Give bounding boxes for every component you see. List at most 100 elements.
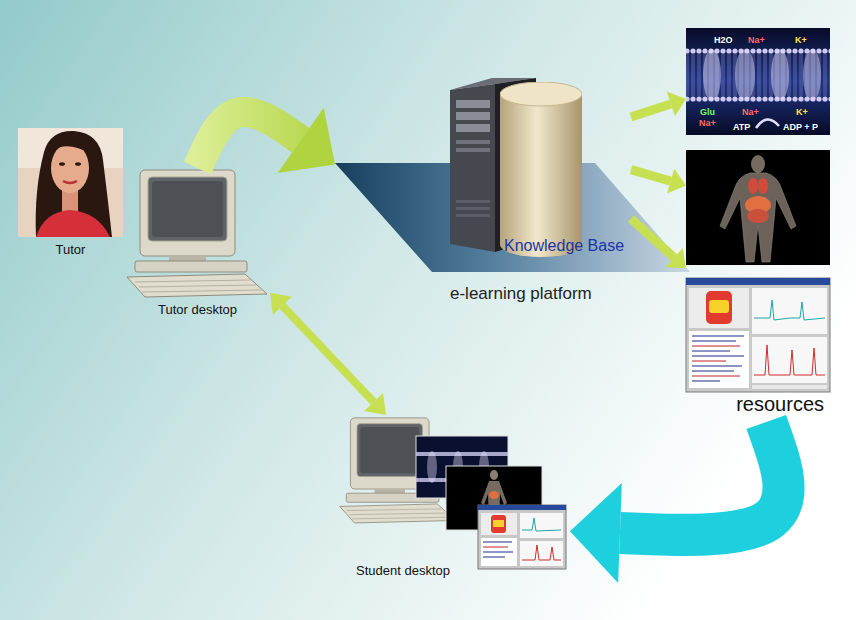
tutor-photo [51, 139, 89, 153]
tutor-photo [59, 162, 65, 166]
student-screens [483, 547, 508, 548]
student-screens [490, 470, 498, 480]
server-tower [456, 207, 490, 210]
server-tower [456, 124, 490, 132]
tutor-photo [36, 131, 112, 237]
membrane-label: H2O [714, 36, 733, 46]
software-screenshot [692, 366, 742, 367]
tutor-photo [18, 128, 123, 237]
body-picture [720, 173, 796, 262]
student-screens [491, 515, 506, 533]
software-screenshot [689, 331, 749, 388]
node-label: Tutor desktop [158, 302, 237, 318]
student-screens [481, 513, 517, 535]
flow-arrow [631, 104, 671, 117]
student-screens [493, 520, 504, 527]
body-picture [751, 155, 765, 173]
membrane-label: Glu [700, 108, 715, 118]
server-tower [450, 84, 495, 252]
software-screenshot [692, 376, 740, 377]
node-label: resources [736, 392, 824, 416]
membrane-label: K+ [796, 108, 808, 118]
tutor-photo [51, 143, 89, 193]
student-screens [522, 545, 561, 560]
tutor-photo [75, 162, 81, 166]
flow-arrow [631, 170, 671, 182]
membrane-picture [803, 49, 821, 101]
software-screenshot [692, 381, 720, 382]
computer-node: Student desktop [340, 415, 570, 581]
membrane-picture [771, 49, 789, 101]
flow-arrow [631, 219, 674, 258]
student-screens [483, 552, 513, 553]
node-label: e-learning platform [450, 284, 592, 304]
student-screens [416, 436, 566, 569]
software-screenshot [692, 351, 730, 352]
resource-panel: resources [686, 28, 832, 422]
student-screens [478, 505, 566, 569]
student-screens [520, 541, 563, 566]
software-screenshot [692, 361, 726, 362]
student-screens [481, 538, 517, 566]
tutor-photo-node: Tutor [18, 128, 123, 260]
computer-node: Tutor desktop [125, 168, 270, 320]
software-screenshot [709, 300, 729, 313]
body-picture [748, 178, 758, 194]
tutor-photo [18, 128, 123, 237]
tutor-photo [36, 210, 110, 237]
membrane-label: K+ [795, 36, 807, 46]
student-screens [522, 518, 561, 531]
cylinder-shape [500, 94, 582, 257]
flow-arrow [620, 422, 784, 535]
flow-arrow [198, 112, 301, 168]
membrane-picture [686, 28, 830, 135]
platform-band: Knowledge Base e-learning platform [335, 70, 655, 306]
student-screens [483, 542, 512, 543]
student-screens [489, 491, 499, 499]
tutor-computer [127, 170, 267, 297]
server-tower [456, 112, 490, 120]
cylinder-shape [500, 82, 582, 106]
membrane-picture [686, 28, 830, 135]
server-tower [456, 140, 490, 144]
membrane-label: ADP + P [783, 123, 818, 133]
cylinder-shape [500, 82, 582, 257]
software-screenshot [686, 278, 830, 285]
membrane-label: ATP [733, 123, 750, 133]
membrane-label: Na+ [699, 119, 716, 129]
tutor-photo [63, 181, 77, 183]
membrane-label: Na+ [742, 108, 759, 118]
server-tower [456, 100, 490, 108]
student-screens [520, 513, 563, 538]
server-tower [456, 200, 490, 203]
software-screenshot [692, 371, 734, 372]
body-picture [686, 150, 830, 265]
software-screenshot [752, 337, 827, 383]
student-screens [483, 557, 505, 558]
body-picture [758, 178, 768, 194]
node-label: Tutor [56, 242, 86, 258]
server-tower [456, 214, 490, 217]
software-screenshot [692, 356, 744, 357]
software-screenshot [692, 336, 744, 337]
software-screenshot [692, 341, 736, 342]
software-screenshot [686, 278, 830, 392]
server-tower [456, 148, 490, 152]
node-label: Knowledge Base [504, 236, 624, 255]
software-screenshot [754, 345, 825, 375]
membrane-picture [735, 49, 755, 101]
software-screenshot [706, 291, 732, 324]
flow-arrow [282, 306, 373, 402]
node-label: Student desktop [356, 563, 450, 579]
membrane-label: Na+ [748, 36, 765, 46]
tutor-computer [127, 170, 267, 297]
membrane-picture [703, 49, 721, 101]
software-screenshot [686, 278, 830, 392]
body-picture [686, 150, 830, 265]
software-screenshot [752, 385, 827, 389]
body-picture [747, 209, 769, 223]
membrane-picture [756, 119, 779, 128]
